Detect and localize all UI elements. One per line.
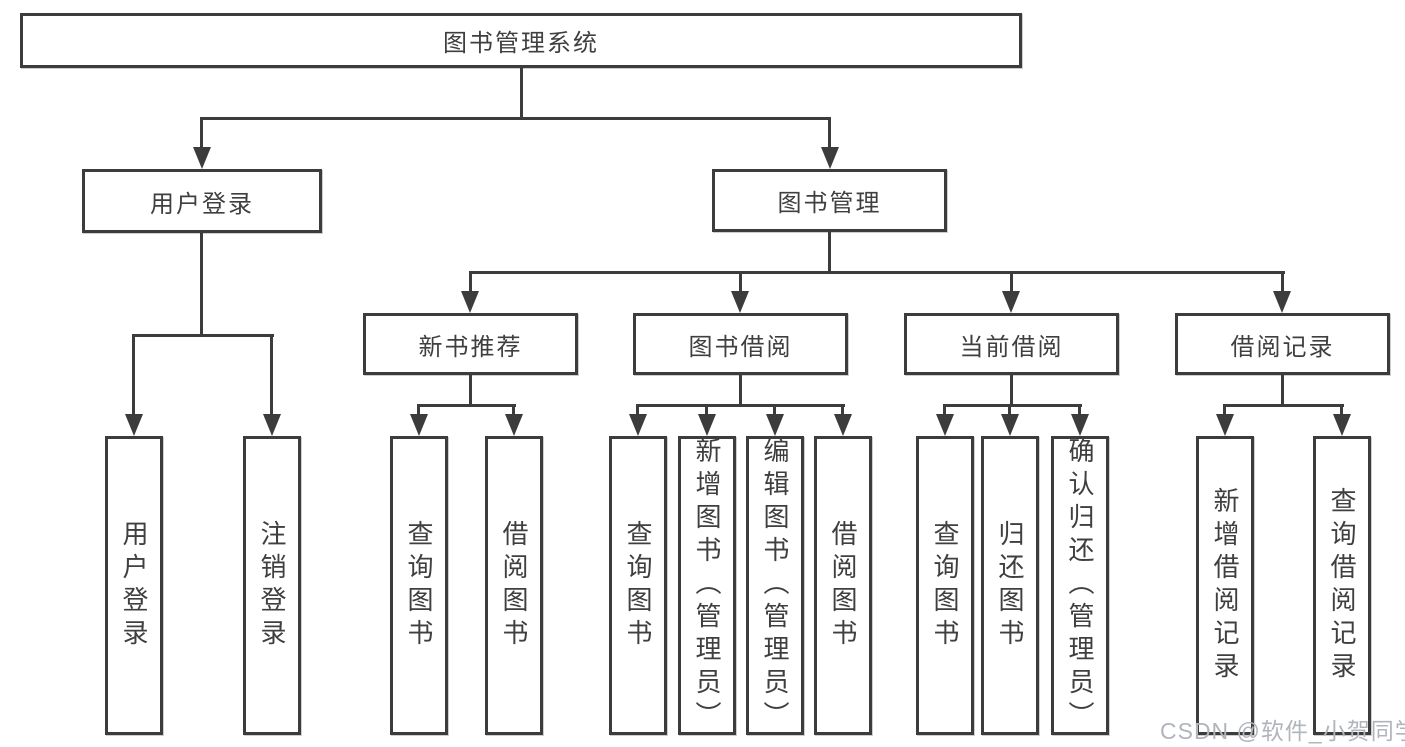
node-user-login: 用户登录 (82, 169, 322, 233)
connector-arrow-down-icon (1002, 291, 1020, 313)
connector-line (943, 404, 1082, 407)
leaf-label: 查询借阅记录 (1327, 486, 1357, 685)
node-book-management: 图书管理 (712, 169, 947, 232)
connector-arrow-down-icon (1001, 414, 1019, 436)
connector-line (200, 233, 203, 337)
leaf-edit-books-admin: 编辑图书（管理员） (746, 436, 804, 735)
connector-line (417, 404, 420, 418)
connector-line (773, 404, 776, 418)
node-library-management-system: 图书管理系统 (20, 13, 1022, 68)
connector-line (739, 375, 742, 407)
node-new-book-recommend: 新书推荐 (363, 313, 578, 375)
leaf-label: 借阅图书 (499, 519, 529, 652)
node-label: 图书管理 (777, 190, 882, 217)
node-book-borrow: 图书借阅 (633, 313, 848, 375)
connector-line (705, 404, 708, 418)
leaf-logout: 注销登录 (243, 436, 301, 735)
leaf-query-books-1: 查询图书 (390, 436, 448, 735)
leaf-add-borrow-record: 新增借阅记录 (1196, 436, 1254, 735)
connector-line (1223, 404, 1226, 418)
node-label: 图书借阅 (688, 333, 793, 361)
connector-line (417, 404, 516, 407)
leaf-confirm-return-admin: 确认归还（管理员） (1051, 436, 1109, 735)
connector-line (132, 334, 274, 337)
connector-line (469, 271, 472, 293)
leaf-borrow-books-2: 借阅图书 (814, 436, 872, 735)
connector-line (270, 334, 273, 416)
connector-line (739, 271, 742, 293)
connector-arrow-down-icon (193, 147, 211, 169)
connector-arrow-down-icon (698, 414, 716, 436)
leaf-label: 新增图书（管理员） (692, 437, 722, 734)
csdn-watermark: CSDN @软件_小贺同学 (1160, 718, 1405, 744)
connector-arrow-down-icon (731, 291, 749, 313)
leaf-label: 编辑图书（管理员） (760, 437, 790, 734)
connector-arrow-down-icon (263, 414, 281, 436)
leaf-query-borrow-record: 查询借阅记录 (1313, 436, 1371, 735)
connector-arrow-down-icon (1216, 414, 1234, 436)
node-label: 图书管理系统 (443, 30, 599, 57)
leaf-label: 借阅图书 (828, 519, 858, 652)
connector-arrow-down-icon (505, 414, 523, 436)
leaf-label: 查询图书 (930, 519, 960, 652)
leaf-label: 注销登录 (257, 519, 287, 652)
connector-arrow-down-icon (766, 414, 784, 436)
connector-arrow-down-icon (834, 414, 852, 436)
node-label: 用户登录 (150, 190, 254, 218)
connector-line (1008, 404, 1011, 418)
connector-arrow-down-icon (125, 414, 143, 436)
leaf-label: 用户登录 (119, 519, 149, 652)
connector-line (636, 404, 639, 418)
node-label: 当前借阅 (959, 333, 1064, 361)
leaf-label: 新增借阅记录 (1210, 486, 1240, 685)
node-borrow-records: 借阅记录 (1175, 313, 1390, 375)
connector-line (943, 404, 946, 418)
connector-line (1010, 271, 1013, 293)
connector-line (1223, 404, 1344, 407)
connector-arrow-down-icon (1333, 414, 1351, 436)
leaf-label: 确认归还（管理员） (1065, 437, 1095, 734)
leaf-query-books-2: 查询图书 (609, 436, 667, 735)
connector-line (520, 68, 523, 118)
leaf-add-books-admin: 新增图书（管理员） (678, 436, 736, 735)
leaf-label: 查询图书 (623, 519, 653, 652)
node-label: 借阅记录 (1230, 333, 1335, 361)
connector-arrow-down-icon (1071, 414, 1089, 436)
connector-line (1281, 271, 1284, 293)
connector-line (200, 117, 203, 149)
leaf-user-login: 用户登录 (105, 436, 163, 735)
node-label: 新书推荐 (418, 333, 523, 361)
connector-line (1281, 375, 1284, 407)
leaf-label: 查询图书 (404, 519, 434, 652)
connector-arrow-down-icon (1273, 291, 1291, 313)
connector-line (636, 404, 845, 407)
connector-line (469, 271, 1285, 274)
connector-line (512, 404, 515, 418)
leaf-borrow-books-1: 借阅图书 (485, 436, 543, 735)
connector-line (469, 375, 472, 407)
leaf-query-books-3: 查询图书 (916, 436, 974, 735)
leaf-return-books: 归还图书 (981, 436, 1039, 735)
node-current-borrow: 当前借阅 (904, 313, 1119, 375)
connector-arrow-down-icon (936, 414, 954, 436)
connector-arrow-down-icon (629, 414, 647, 436)
leaf-label: 归还图书 (995, 519, 1025, 652)
connector-line (201, 117, 831, 120)
connector-line (1078, 404, 1081, 418)
connector-arrow-down-icon (410, 414, 428, 436)
connector-arrow-down-icon (821, 147, 839, 169)
connector-arrow-down-icon (461, 291, 479, 313)
connector-line (132, 334, 135, 416)
connector-line (828, 232, 831, 274)
connector-line (1010, 375, 1013, 407)
connector-line (828, 117, 831, 149)
connector-line (841, 404, 844, 418)
connector-line (1340, 404, 1343, 418)
